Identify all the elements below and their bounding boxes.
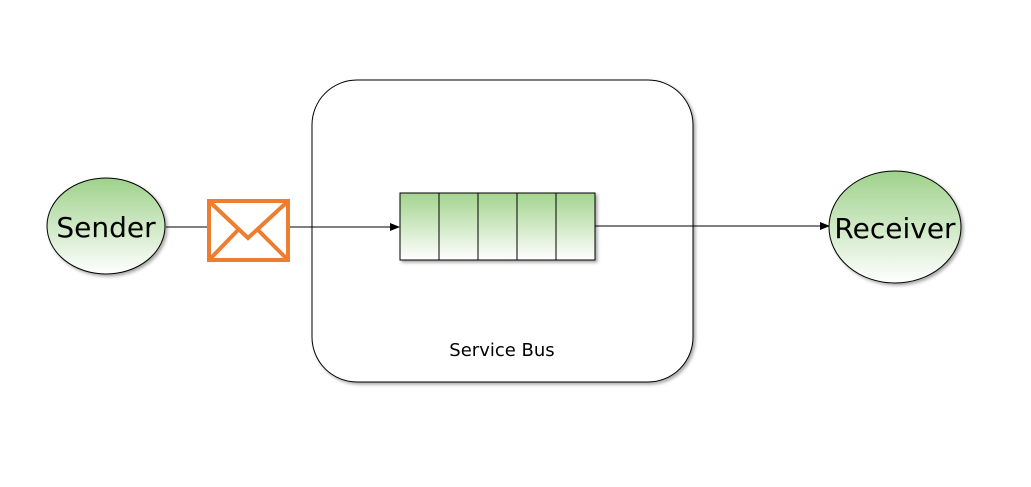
sender-ellipse — [46, 177, 166, 275]
queue-slot — [399, 192, 440, 261]
queue-slot — [555, 192, 596, 261]
queue-slot — [516, 192, 557, 261]
sender-node: Sender — [46, 177, 166, 275]
receiver-label: Receiver — [834, 212, 956, 245]
sender-label: Sender — [56, 211, 156, 244]
queue-slot — [477, 192, 518, 261]
receiver-node: Receiver — [828, 170, 962, 284]
envelope-icon — [207, 199, 290, 262]
receiver-ellipse — [828, 170, 962, 284]
service-bus-label: Service Bus — [449, 340, 554, 361]
message-queue — [399, 192, 596, 261]
queue-slot — [438, 192, 479, 261]
